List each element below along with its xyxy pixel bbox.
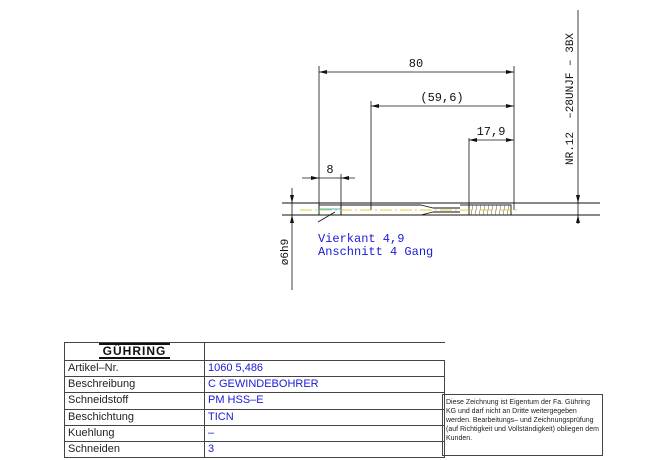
- row-value: C GEWINDEBOHRER: [204, 376, 445, 394]
- row-label: Beschreibung: [64, 376, 205, 394]
- dim-text-59-6: (59,6): [420, 91, 463, 105]
- table-row: Kuehlung –: [64, 424, 445, 442]
- dim-text-80: 80: [409, 57, 423, 71]
- leader-line: [317, 211, 336, 223]
- note-square: Vierkant 4,9: [318, 232, 404, 246]
- logo-cell: GÜHRING: [64, 341, 205, 362]
- ownership-notice: Diese Zeichnung ist Eigentum der Fa. Güh…: [442, 394, 603, 456]
- row-label: Schneiden: [64, 440, 205, 459]
- row-value: TICN: [204, 408, 445, 426]
- table-row: Beschichtung TICN: [64, 408, 445, 426]
- guehring-logo: GÜHRING: [98, 343, 171, 360]
- vertical-thread-label: NR.12 –28UNJF – 3BX: [565, 33, 577, 165]
- dim-text-8: 8: [326, 163, 333, 177]
- table-row: Schneidstoff PM HSS–E: [64, 392, 445, 410]
- table-row: Artikel–Nr. 1060 5,486: [64, 360, 445, 378]
- row-label: Beschichtung: [64, 408, 205, 426]
- dim-text-17-9: 17,9: [477, 125, 506, 139]
- table-row: Schneiden 3: [64, 440, 445, 459]
- note-chamfer: Anschnitt 4 Gang: [318, 245, 433, 259]
- row-label: Artikel–Nr.: [64, 360, 205, 378]
- row-value: 1060 5,486: [204, 360, 445, 378]
- title-block: GÜHRING Artikel–Nr. 1060 5,486 Beschreib…: [64, 341, 445, 459]
- row-label: Kuehlung: [64, 424, 205, 442]
- row-value: –: [204, 424, 445, 442]
- table-row: Beschreibung C GEWINDEBOHRER: [64, 376, 445, 394]
- row-value: 3: [204, 440, 445, 459]
- row-label: Schneidstoff: [64, 392, 205, 410]
- dim-text-diameter: ø6h9: [280, 239, 292, 265]
- row-value: PM HSS–E: [204, 392, 445, 410]
